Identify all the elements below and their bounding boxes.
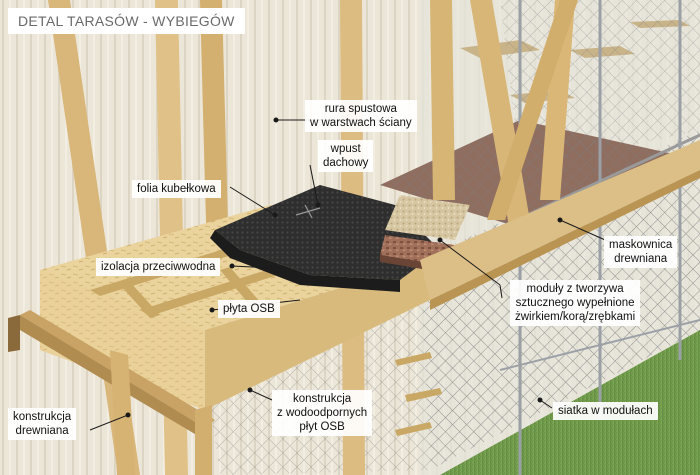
label-wpust-dachowy: wpust dachowy (318, 140, 374, 172)
label-rura-spustowa: rura spustowa w warstwach ściany (305, 100, 417, 132)
label-maskownica-drewniana: maskownica drewniana (604, 236, 678, 268)
label-moduly-z-tworzywa: moduły z tworzywa sztucznego wypełnione … (510, 280, 641, 326)
diagram-title: DETAL TARASÓW - WYBIEGÓW (8, 8, 245, 34)
label-siatka-w-modulach: siatka w modułach (553, 402, 658, 420)
label-plyta-osb: płyta OSB (218, 300, 280, 318)
label-folia-kubelkowa: folia kubełkowa (132, 180, 221, 198)
label-izolacja-przeciwwodna: izolacja przeciwwodna (96, 258, 221, 276)
label-konstrukcja-drewniana: konstrukcja drewniana (8, 408, 77, 440)
label-konstrukcja-osb: konstrukcja z wodoodpornych płyt OSB (272, 390, 373, 436)
